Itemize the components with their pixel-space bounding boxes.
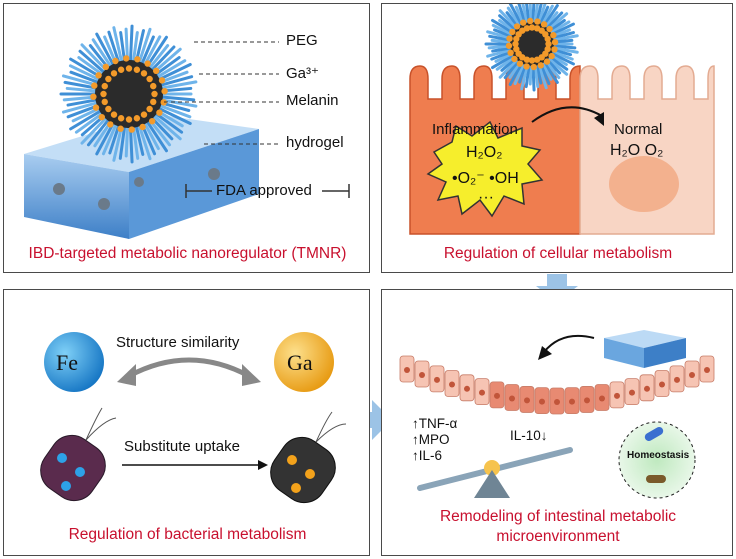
marker-mpo: ↑MPO <box>412 432 450 447</box>
label-ga: Ga <box>287 350 313 375</box>
epithelium <box>399 355 715 415</box>
homeostasis-circle <box>618 421 696 499</box>
marker-il6: ↑IL-6 <box>412 448 443 463</box>
label-radicals: •O₂⁻ •OH <box>452 170 519 187</box>
fe-sphere <box>44 332 104 392</box>
label-uptake: Substitute uptake <box>124 438 240 455</box>
tmnr-illustration <box>24 24 350 239</box>
label-fda: FDA approved <box>216 182 312 199</box>
ga-sphere <box>274 332 334 392</box>
caption-remodeling-1: Remodeling of intestinal metabolic <box>439 508 677 525</box>
bacterium-iron <box>40 407 117 502</box>
bacterium-body-2 <box>270 436 336 504</box>
panel-tmnr: PEG Ga³⁺ Melanin hydrogel FDA approved I… <box>3 3 370 273</box>
bacterium-gallium <box>270 411 347 504</box>
label-ellipsis: ··· <box>478 189 494 206</box>
bacteria-illustration <box>40 332 347 504</box>
panel-bacterial: Fe Ga Structure similarity Substitute up… <box>3 289 370 556</box>
marker-tnf: ↑TNF-α <box>412 416 458 431</box>
label-peg: PEG <box>286 32 318 49</box>
caption-bacterial: Regulation of bacterial metabolism <box>68 526 307 543</box>
label-normal: Normal <box>614 121 663 138</box>
seesaw-fulcrum <box>474 470 510 498</box>
nanoparticle-2 <box>484 4 579 92</box>
label-homeostasis: Homeostasis <box>627 450 690 461</box>
intestine-illustration <box>399 330 715 499</box>
panel-microenvironment: ↑TNF-α ↑MPO ↑IL-6 IL-10↓ Homeostasis Rem… <box>381 289 733 556</box>
bacterium-body-1 <box>40 434 106 502</box>
label-ga3: Ga³⁺ <box>286 65 319 82</box>
ros-burst <box>426 120 544 218</box>
caption-remodeling-2: microenvironment <box>496 528 620 545</box>
label-fe: Fe <box>56 350 78 375</box>
label-melanin: Melanin <box>286 92 339 109</box>
label-inflammation: Inflammation <box>432 121 518 138</box>
panel-cellular: Inflammation Normal H₂O₂ •O₂⁻ •OH ··· H₂… <box>381 3 733 273</box>
label-structure: Structure similarity <box>116 334 240 351</box>
caption-cellular: Regulation of cellular metabolism <box>443 245 673 262</box>
marker-il10: IL-10↓ <box>510 428 548 443</box>
label-h2o2: H₂O₂ <box>466 144 503 161</box>
nanoparticle <box>59 24 198 164</box>
label-products: H₂O O₂ <box>610 142 664 159</box>
cell-illustration <box>409 4 715 235</box>
normal-nucleus <box>609 156 679 212</box>
caption-tmnr: IBD-targeted metabolic nanoregulator (TM… <box>28 245 347 262</box>
label-hydrogel: hydrogel <box>286 134 344 151</box>
